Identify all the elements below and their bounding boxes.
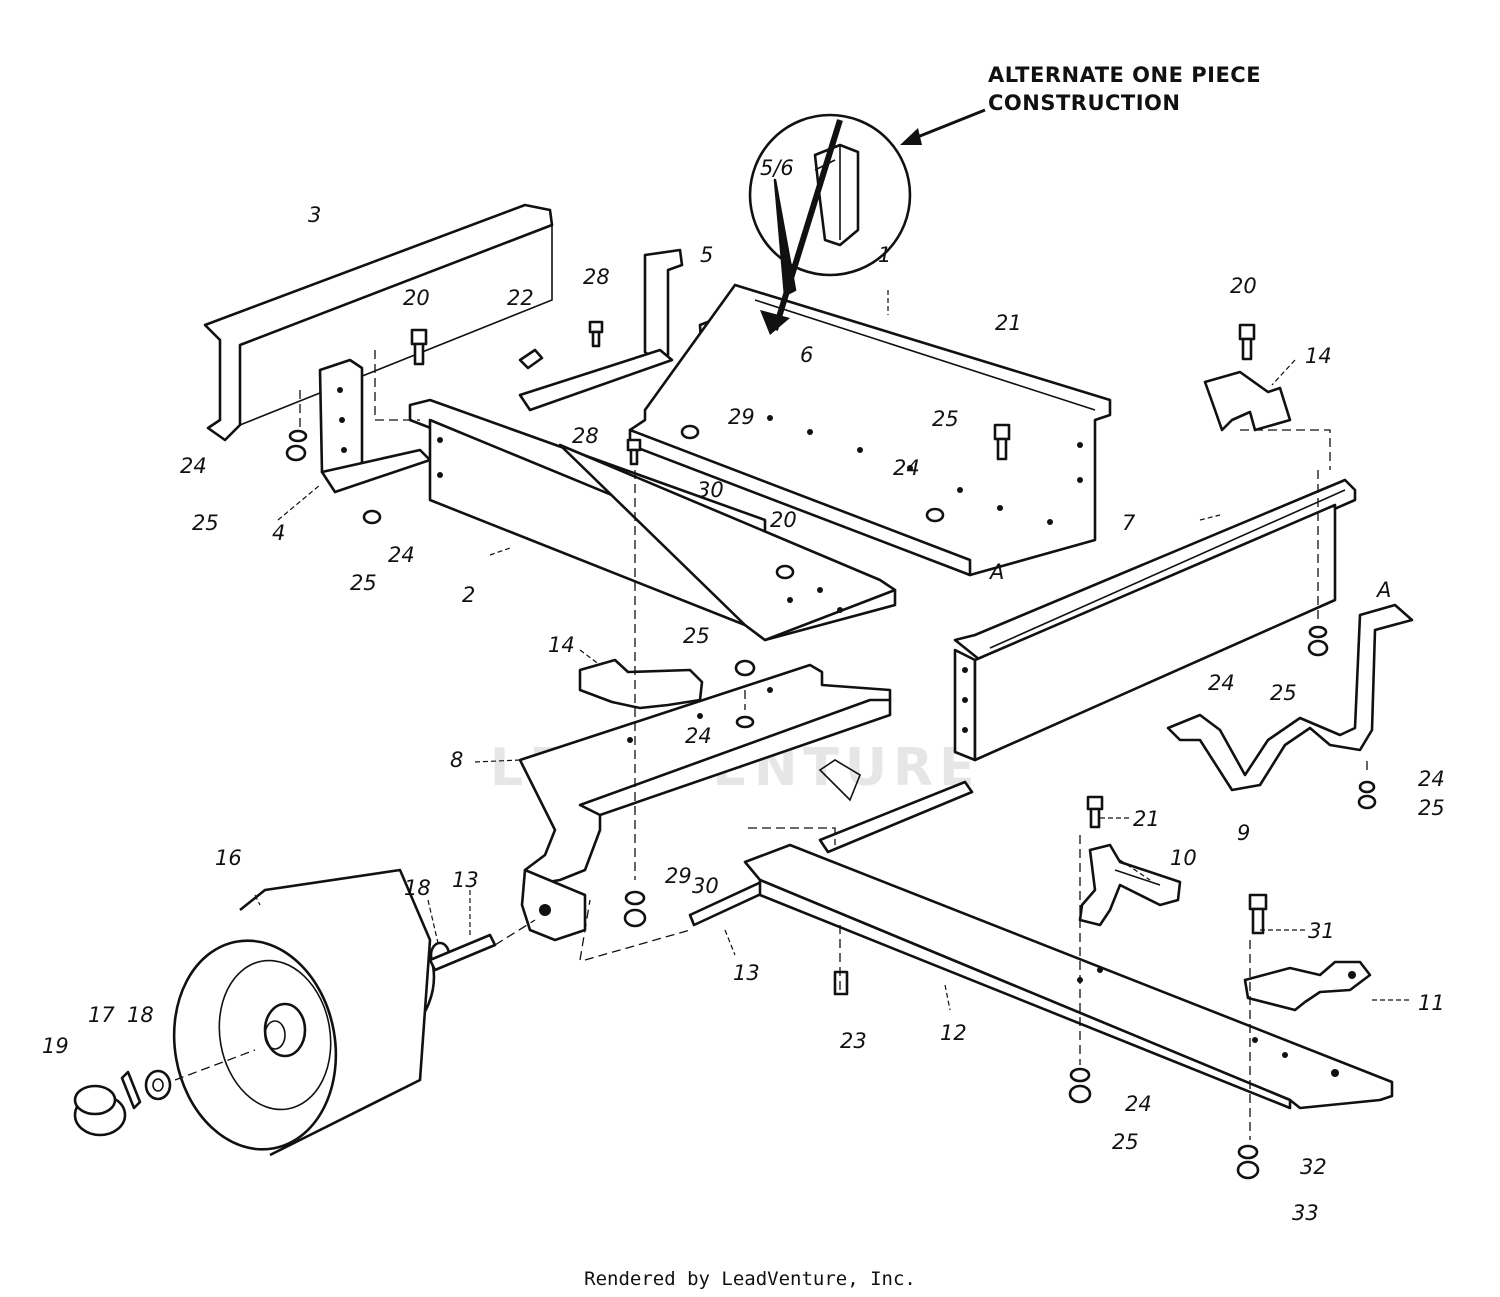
label-10: 10 xyxy=(1170,846,1197,870)
part-17-cotter-pin xyxy=(120,1070,142,1110)
label-24-e: 24 xyxy=(1208,671,1235,695)
part-4-left-bracket xyxy=(318,358,432,494)
assembly-lines xyxy=(174,350,1368,1140)
part-18-washer xyxy=(144,1069,172,1101)
label-14-upper: 14 xyxy=(1305,344,1332,368)
part-number-labels: 1 2 3 4 5 6 7 8 9 10 11 12 13 13 14 14 1… xyxy=(42,203,1445,1225)
label-28-lower: 28 xyxy=(572,424,599,448)
label-24-d: 24 xyxy=(685,724,712,748)
label-29-lower: 29 xyxy=(665,864,692,888)
label-16: 16 xyxy=(215,846,242,870)
label-14-lower: 14 xyxy=(548,633,575,657)
label-9: 9 xyxy=(1237,821,1250,845)
part-2-left-side-rail xyxy=(408,398,897,642)
label-25-g: 25 xyxy=(1112,1130,1139,1154)
label-25-b: 25 xyxy=(350,571,377,595)
label-leaders xyxy=(254,290,1412,1011)
label-21-lower: 21 xyxy=(1133,807,1160,831)
label-24-b: 24 xyxy=(388,543,415,567)
label-25-d: 25 xyxy=(683,624,710,648)
label-6: 6 xyxy=(800,343,813,367)
label-24-g: 24 xyxy=(1125,1092,1152,1116)
label-13-lower: 13 xyxy=(733,961,760,985)
part-13-axle-upper xyxy=(818,780,974,854)
label-18-left: 18 xyxy=(127,1003,154,1027)
callout-line-2: CONSTRUCTION xyxy=(988,91,1181,115)
label-30-lower: 30 xyxy=(692,874,719,898)
footer-credit: Rendered by LeadVenture, Inc. xyxy=(584,1268,916,1290)
label-4: 4 xyxy=(272,521,285,545)
label-12: 12 xyxy=(940,1021,967,1045)
part-3-rear-channel xyxy=(203,203,554,442)
label-25-f: 25 xyxy=(1418,796,1445,820)
label-30-upper: 30 xyxy=(697,478,724,502)
label-33: 33 xyxy=(1292,1201,1319,1225)
label-32: 32 xyxy=(1300,1155,1327,1179)
hardware-fasteners xyxy=(285,320,1377,1180)
label-29-upper: 29 xyxy=(728,405,755,429)
label-31: 31 xyxy=(1308,919,1335,943)
part-14-lower-bracket xyxy=(578,658,704,710)
label-18-right: 18 xyxy=(404,876,431,900)
label-19: 19 xyxy=(42,1034,69,1058)
part-9-support-bracket xyxy=(1166,603,1414,792)
part-12-tongue xyxy=(743,843,1394,1110)
part-14-upper-bracket xyxy=(1203,370,1292,432)
part-10-hitch-latch xyxy=(1078,843,1182,927)
part-1-right-tray xyxy=(628,283,1112,577)
label-20-left: 20 xyxy=(403,286,430,310)
label-5: 5 xyxy=(700,243,713,267)
label-13-upper: 13 xyxy=(452,868,479,892)
label-A-tray: A xyxy=(988,560,1004,584)
part-8-center-frame xyxy=(518,663,892,942)
label-24-f: 24 xyxy=(1418,767,1445,791)
label-22: 22 xyxy=(507,286,534,310)
part-11-hitch-plate xyxy=(1243,960,1372,1012)
label-A-bracket: A xyxy=(1375,578,1391,602)
label-1: 1 xyxy=(878,243,891,267)
inset-label: 5/6 xyxy=(760,156,794,180)
label-3: 3 xyxy=(308,203,321,227)
label-11: 11 xyxy=(1418,991,1445,1015)
part-19-hub-cap xyxy=(73,1084,127,1137)
label-28-upper: 28 xyxy=(583,265,610,289)
alternate-construction-inset: 5/6 xyxy=(748,108,986,335)
label-23: 23 xyxy=(840,1029,867,1053)
part-7-right-side-rail xyxy=(953,478,1357,762)
label-2: 2 xyxy=(462,583,475,607)
label-8: 8 xyxy=(450,748,463,772)
label-24-c: 24 xyxy=(893,456,920,480)
label-21-upper: 21 xyxy=(995,311,1022,335)
label-20-right: 20 xyxy=(1230,274,1257,298)
label-17: 17 xyxy=(88,1003,115,1027)
label-25-c: 25 xyxy=(932,407,959,431)
label-7: 7 xyxy=(1122,511,1136,535)
callout-line-1: ALTERNATE ONE PIECE xyxy=(988,63,1261,87)
label-25-e: 25 xyxy=(1270,681,1297,705)
part-5-upright-bracket xyxy=(518,248,684,412)
part-18-washer-axle xyxy=(428,933,497,972)
part-16-wheel xyxy=(172,868,436,1157)
label-20-center: 20 xyxy=(770,508,797,532)
label-25-a: 25 xyxy=(192,511,219,535)
label-24-a: 24 xyxy=(180,454,207,478)
